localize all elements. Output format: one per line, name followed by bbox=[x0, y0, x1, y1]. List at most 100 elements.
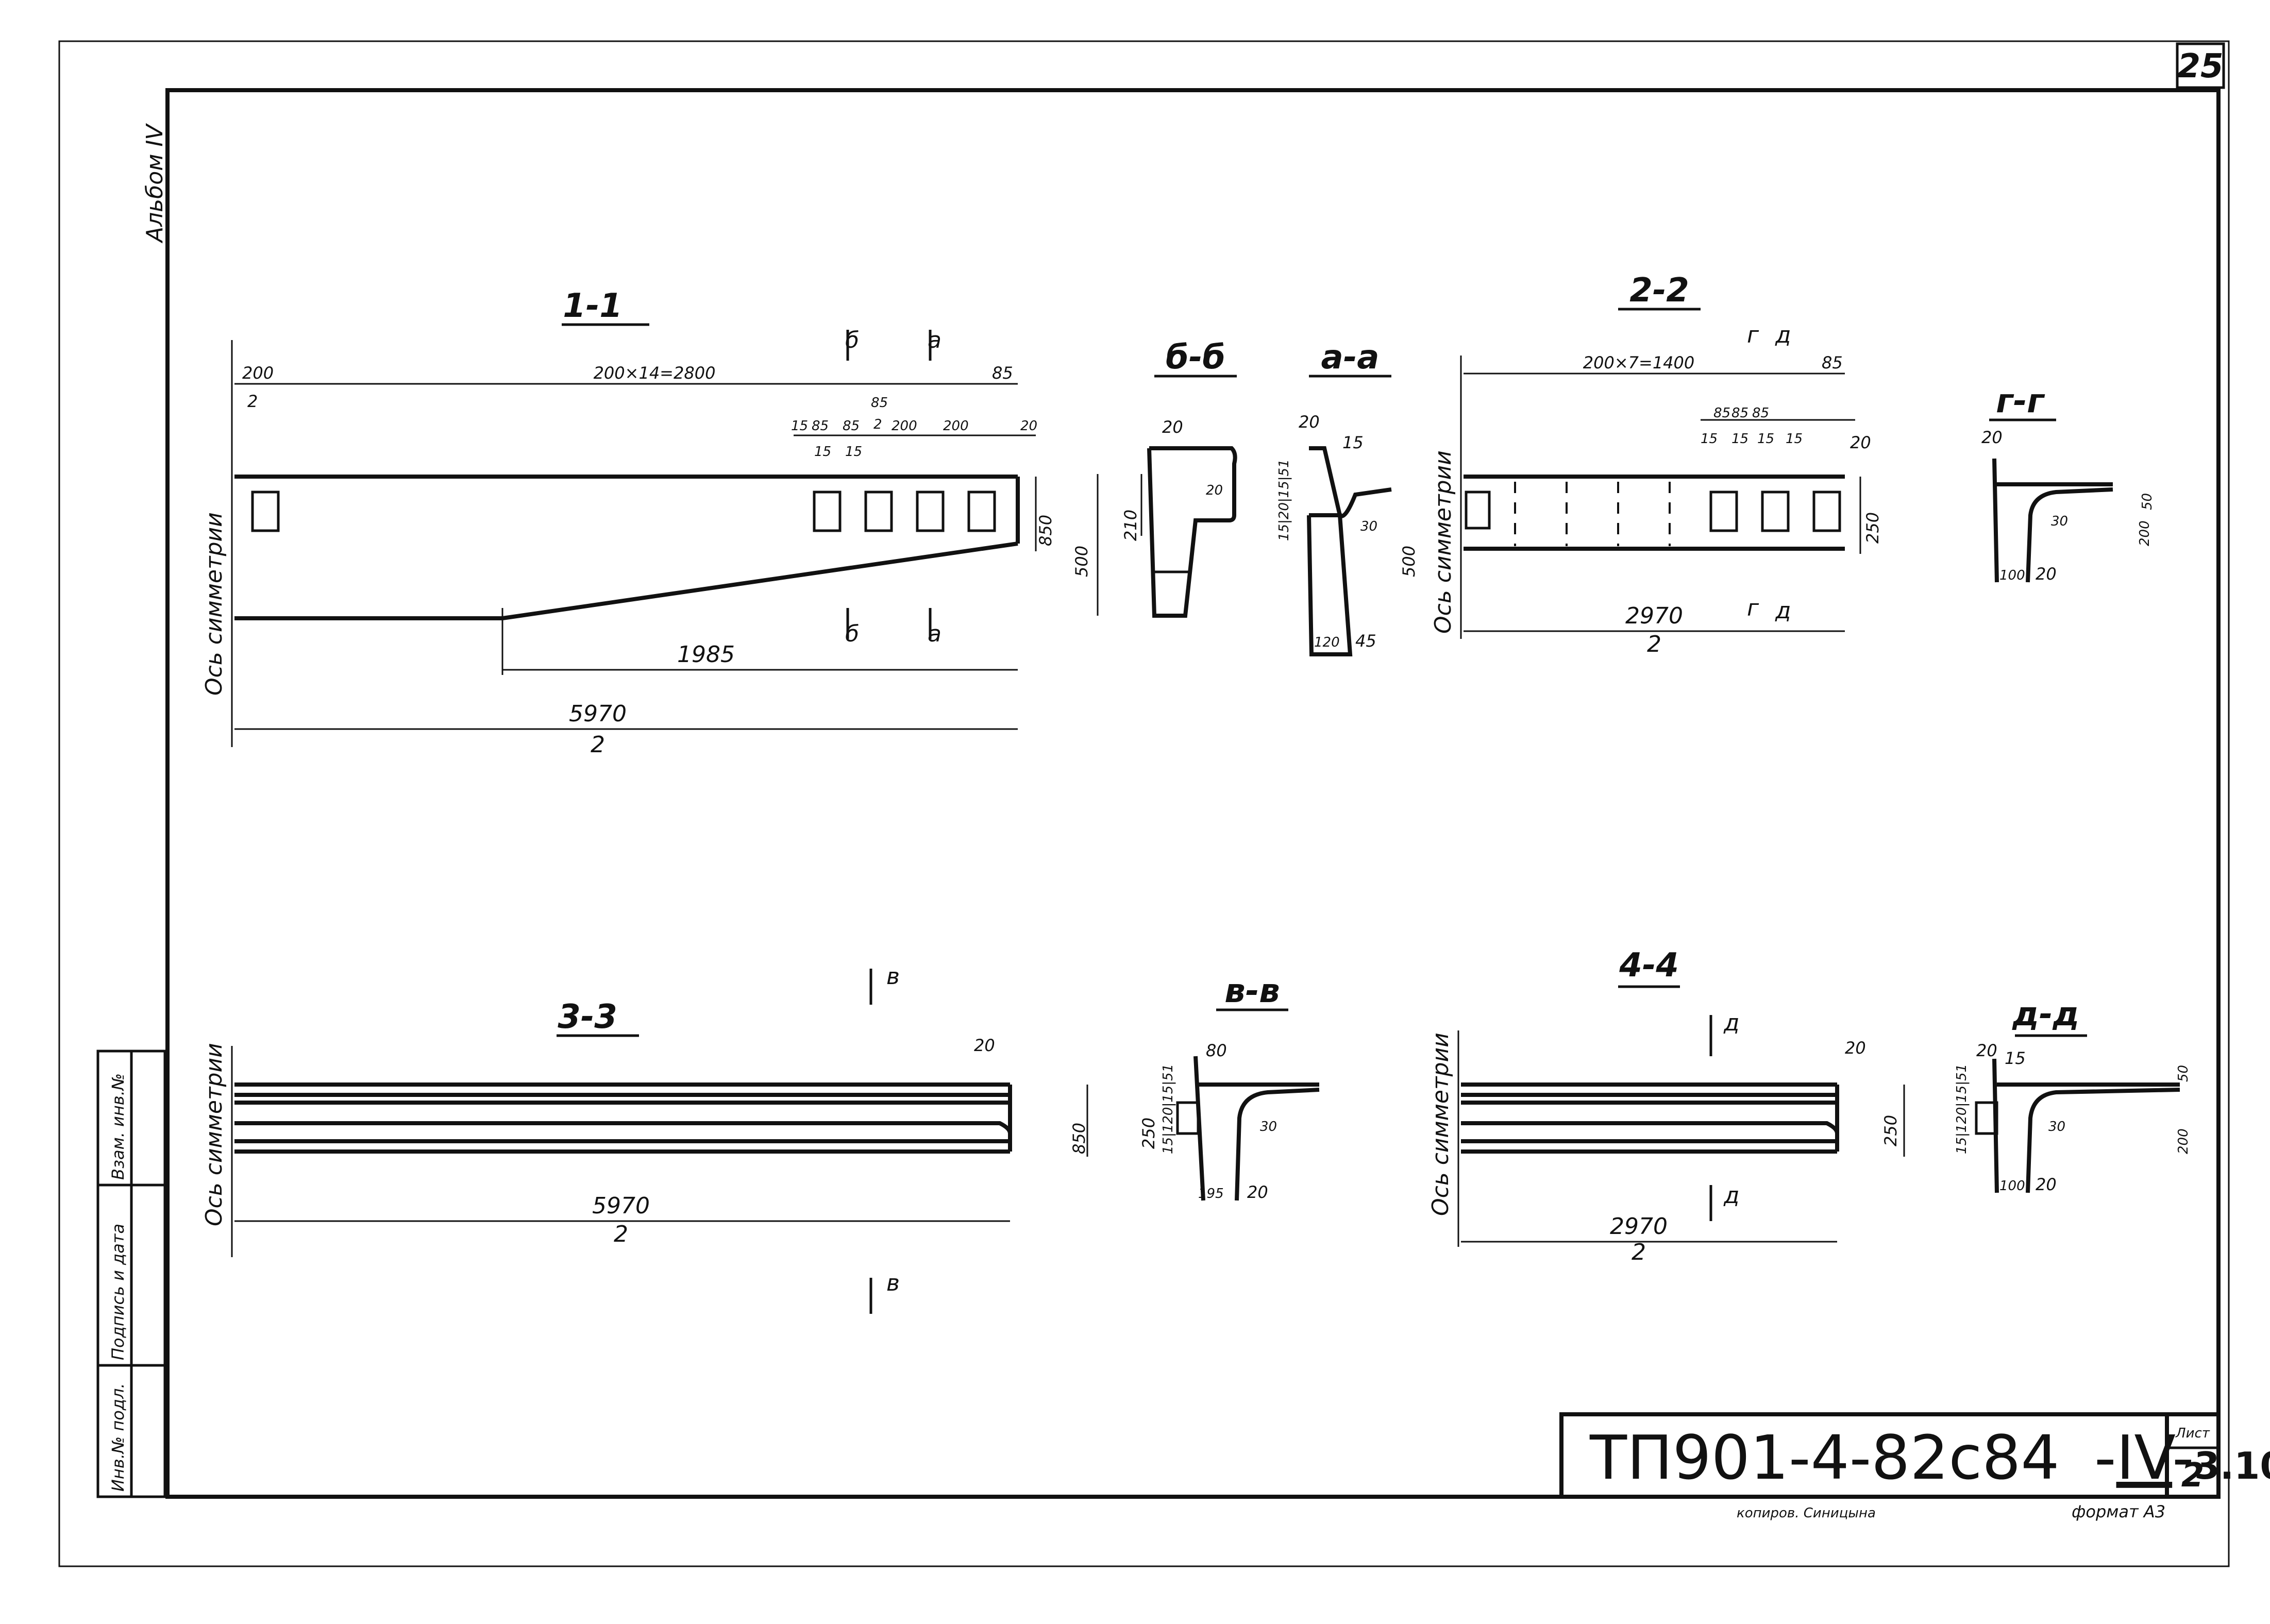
svg-text:850: 850 bbox=[1069, 1123, 1089, 1154]
svg-text:15: 15 bbox=[1786, 431, 1803, 447]
svg-text:210: 210 bbox=[1121, 510, 1140, 541]
view-a-a-title: а-а bbox=[1321, 339, 1380, 377]
svg-text:Ось симметрии: Ось симметрии bbox=[1427, 1033, 1454, 1216]
svg-text:15: 15 bbox=[2005, 1048, 2026, 1068]
dim-height-1-1: 850 bbox=[1036, 515, 1055, 546]
svg-text:20: 20 bbox=[1299, 412, 1320, 432]
svg-text:250: 250 bbox=[1863, 512, 1882, 544]
svg-text:200: 200 bbox=[2137, 520, 2153, 546]
svg-text:2: 2 bbox=[614, 1221, 628, 1247]
svg-text:100: 100 bbox=[1999, 568, 2025, 583]
svg-text:85: 85 bbox=[1731, 405, 1748, 421]
stamp-inv-no: Инв.№ подл. bbox=[108, 1383, 128, 1492]
album-label: Альбом IV bbox=[142, 123, 168, 244]
svg-text:15: 15 bbox=[1342, 433, 1364, 452]
svg-text:2970: 2970 bbox=[1610, 1213, 1668, 1240]
svg-text:80: 80 bbox=[1206, 1041, 1227, 1060]
svg-text:15|120|15|51: 15|120|15|51 bbox=[1954, 1064, 1970, 1154]
svg-text:85: 85 bbox=[871, 395, 888, 411]
svg-text:250: 250 bbox=[1881, 1115, 1901, 1146]
svg-text:120: 120 bbox=[1314, 635, 1340, 650]
svg-text:д: д bbox=[1723, 1010, 1739, 1036]
svg-text:г: г bbox=[1747, 322, 1759, 348]
svg-text:20: 20 bbox=[1206, 483, 1223, 498]
svg-text:15: 15 bbox=[1757, 431, 1774, 447]
svg-text:2970: 2970 bbox=[1625, 603, 1683, 629]
dim-2-1-1: 2 bbox=[247, 392, 258, 411]
view-4-4: 4-4 Ось симметрии 20 250 2970 2 д д bbox=[1427, 946, 1905, 1265]
view-1-1-title: 1-1 bbox=[563, 287, 623, 325]
view-g-g-title: г-г bbox=[1996, 382, 2045, 420]
inner-frame bbox=[165, 88, 2221, 1499]
svg-text:100: 100 bbox=[1999, 1178, 2025, 1194]
view-d-d-title: д-д bbox=[2012, 995, 2079, 1034]
svg-text:Ось симметрии: Ось симметрии bbox=[201, 1043, 227, 1226]
designation: ТП901-4-82с84 -IV-3.100С6 bbox=[1589, 1422, 2270, 1493]
view-3-3: 3-3 Ось симметрии 20 850 5970 2 в в bbox=[201, 963, 1089, 1314]
dim-85-1-1: 85 bbox=[992, 363, 1013, 383]
view-v-v-title: в-в bbox=[1224, 972, 1280, 1010]
svg-text:85: 85 bbox=[1713, 405, 1730, 421]
dim-1985: 1985 bbox=[677, 641, 735, 668]
view-g-g: г-г 20 50 30 200 100 20 bbox=[1981, 382, 2155, 584]
view-b-b-title: б-б bbox=[1166, 339, 1225, 377]
svg-text:85: 85 bbox=[1752, 405, 1769, 421]
axis-label-1-1: Ось симметрии bbox=[201, 512, 227, 696]
view-v-v: в-в 80 250 15|120|15|51 30 195 20 bbox=[1139, 972, 1320, 1202]
svg-text:д: д bbox=[1775, 322, 1791, 348]
svg-text:85: 85 bbox=[1822, 353, 1843, 373]
svg-text:30: 30 bbox=[1360, 519, 1377, 534]
side-stamp: Инв.№ подл. Подпись и дата Взам. инв.№ bbox=[96, 1050, 166, 1498]
svg-text:85: 85 bbox=[843, 418, 860, 434]
svg-text:500: 500 bbox=[1399, 546, 1419, 577]
svg-text:30: 30 bbox=[2048, 1119, 2065, 1135]
view-d-d: д-д 20 15 15|120|15|51 50 30 200 100 20 bbox=[1954, 995, 2191, 1194]
svg-text:15: 15 bbox=[845, 444, 862, 460]
dim-spacing-2-2: 200×7=1400 bbox=[1583, 353, 1695, 373]
svg-text:Лист: Лист bbox=[2175, 1426, 2210, 1441]
svg-text:5970: 5970 bbox=[592, 1193, 650, 1219]
svg-text:20: 20 bbox=[2036, 1175, 2057, 1194]
svg-text:20: 20 bbox=[1162, 417, 1183, 437]
svg-text:20: 20 bbox=[974, 1036, 995, 1055]
view-1-1: 1-1 Ось симметрии 200×14=2800 200 2 85 1… bbox=[201, 287, 1055, 758]
svg-text:85: 85 bbox=[812, 418, 829, 434]
svg-text:2: 2 bbox=[591, 732, 605, 758]
stamp-signature-date: Подпись и дата bbox=[108, 1224, 128, 1360]
svg-text:45: 45 bbox=[1355, 631, 1376, 651]
svg-text:200: 200 bbox=[2176, 1128, 2191, 1154]
stamp-replaced-inv: Взам. инв.№ bbox=[108, 1073, 128, 1180]
svg-text:20: 20 bbox=[1981, 428, 2003, 447]
svg-text:195: 195 bbox=[1198, 1186, 1224, 1202]
svg-text:д: д bbox=[1723, 1182, 1739, 1209]
svg-text:15: 15 bbox=[1731, 431, 1748, 447]
view-a-a: а-а 20 15 15|20|15|51 500 30 120 45 bbox=[1276, 339, 1419, 656]
svg-text:20: 20 bbox=[1020, 418, 1037, 434]
svg-text:20: 20 bbox=[1976, 1041, 1997, 1060]
svg-text:2: 2 bbox=[1632, 1239, 1646, 1265]
svg-text:15: 15 bbox=[1701, 431, 1718, 447]
svg-text:15|20|15|51: 15|20|15|51 bbox=[1276, 459, 1292, 541]
dim-spacing-1-1: 200×14=2800 bbox=[594, 363, 716, 383]
page-number: 25 bbox=[2177, 47, 2223, 86]
svg-text:Ось симметрии: Ось симметрии bbox=[1430, 450, 1456, 634]
copied-by: копиров. Синицына bbox=[1737, 1505, 1876, 1521]
page-number-box: 25 bbox=[2176, 42, 2225, 89]
dim-5970-1-1: 5970 bbox=[569, 701, 627, 727]
svg-text:20: 20 bbox=[1845, 1038, 1866, 1058]
title-block: ТП901-4-82с84 -IV-3.100С6 Лист 2 копиров… bbox=[1559, 1412, 2270, 1521]
svg-text:д: д bbox=[1775, 598, 1791, 624]
svg-text:200: 200 bbox=[892, 418, 917, 434]
view-4-4-title: 4-4 bbox=[1619, 946, 1679, 985]
view-2-2-title: 2-2 bbox=[1629, 272, 1689, 310]
svg-text:50: 50 bbox=[2176, 1065, 2191, 1082]
outer-border bbox=[58, 40, 2230, 1567]
format: формат А3 bbox=[2072, 1502, 2165, 1521]
svg-text:2: 2 bbox=[2181, 1457, 2205, 1495]
svg-text:50: 50 bbox=[2140, 493, 2155, 510]
view-3-3-title: 3-3 bbox=[558, 998, 617, 1036]
svg-text:20: 20 bbox=[1247, 1182, 1268, 1202]
svg-text:20: 20 bbox=[2036, 564, 2057, 584]
svg-text:200: 200 bbox=[943, 418, 969, 434]
